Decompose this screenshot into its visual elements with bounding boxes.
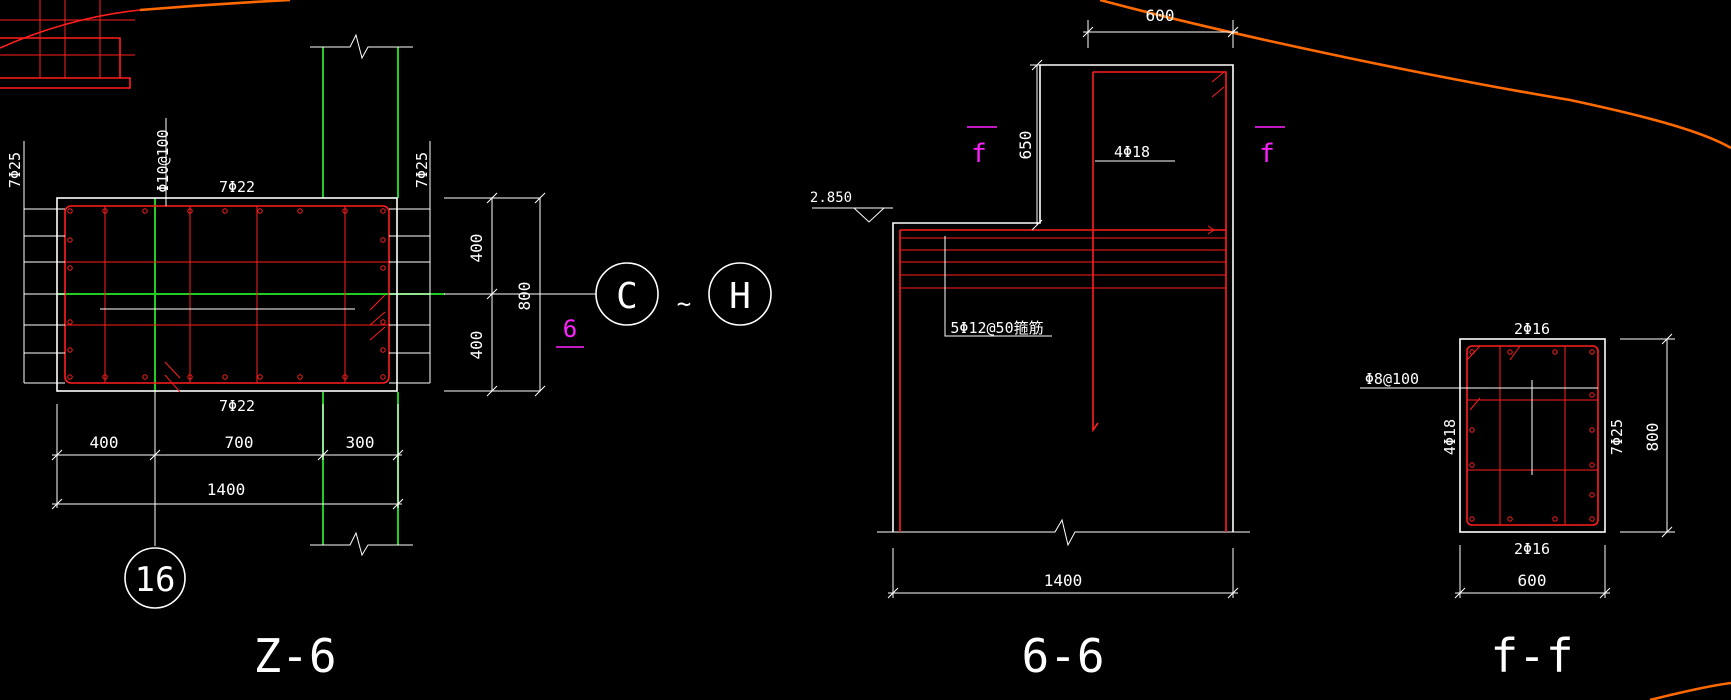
section-6-6: 600 650 4Φ18 2.850 5Φ12@50箍筋 1400 f f 6-… [810,6,1285,683]
boundary-curve-bottom-right [1649,681,1731,700]
axis-label-c: C [616,276,638,317]
z6-dim-400-h: 400 [90,433,119,452]
s66-bars-4phi18: 4Φ18 [1114,143,1150,161]
z6-dim-800: 800 [515,282,534,311]
z6-dim-1400: 1400 [207,480,246,499]
s66-dim-650: 650 [1016,131,1035,160]
z6-dim-300: 300 [346,433,375,452]
z6-right-bars-label: 7Φ25 [413,152,431,188]
ff-title: f-f [1490,629,1573,683]
axis-bubble-h [708,262,772,326]
partial-detail-top-left [0,0,291,89]
z6-left-bars-label: 7Φ25 [6,152,24,188]
section-mark-6: 6 [563,315,577,343]
ff-bottom-bars: 2Φ16 [1514,540,1550,558]
z6-top-bars-label: 7Φ22 [219,178,255,196]
z6-title: Z-6 [253,629,336,683]
axis-bubble-16 [124,547,186,609]
ff-stirrup-label: Φ8@100 [1365,370,1419,388]
s66-level-label: 2.850 [810,190,852,206]
axis-label-16: 16 [135,560,176,600]
ff-right-bars: 7Φ25 [1608,419,1626,455]
section-mark-f-left: f [971,139,987,169]
z6-dim-400-top: 400 [467,234,486,263]
section-mark-f-right: f [1259,139,1275,169]
ff-dim-600: 600 [1518,571,1547,590]
s66-title: 6-6 [1021,629,1104,683]
axis-range-tilde: ~ [677,290,691,318]
s66-hoop-label: 5Φ12@50箍筋 [950,319,1043,337]
z6-dim-400-bottom: 400 [467,331,486,360]
s66-dim-1400: 1400 [1044,571,1083,590]
axis-bubble-c [595,262,659,326]
z6-dim-700: 700 [225,433,254,452]
section-f-f: 2Φ16 2Φ16 Φ8@100 4Φ18 7Φ25 800 600 f-f [1360,320,1675,683]
boundary-curve-top-right [1099,0,1731,150]
ff-dim-800: 800 [1643,423,1662,452]
detail-z6: 7Φ22 7Φ22 Φ10@100 7Φ25 7Φ25 400 400 800 … [6,33,772,683]
ff-left-bars: 4Φ18 [1441,419,1459,455]
s66-dim-600: 600 [1146,6,1175,25]
axis-label-h: H [729,276,751,317]
ff-top-bars: 2Φ16 [1514,320,1550,338]
z6-stirrup-label: Φ10@100 [154,129,172,192]
z6-bottom-bars-label: 7Φ22 [219,397,255,415]
